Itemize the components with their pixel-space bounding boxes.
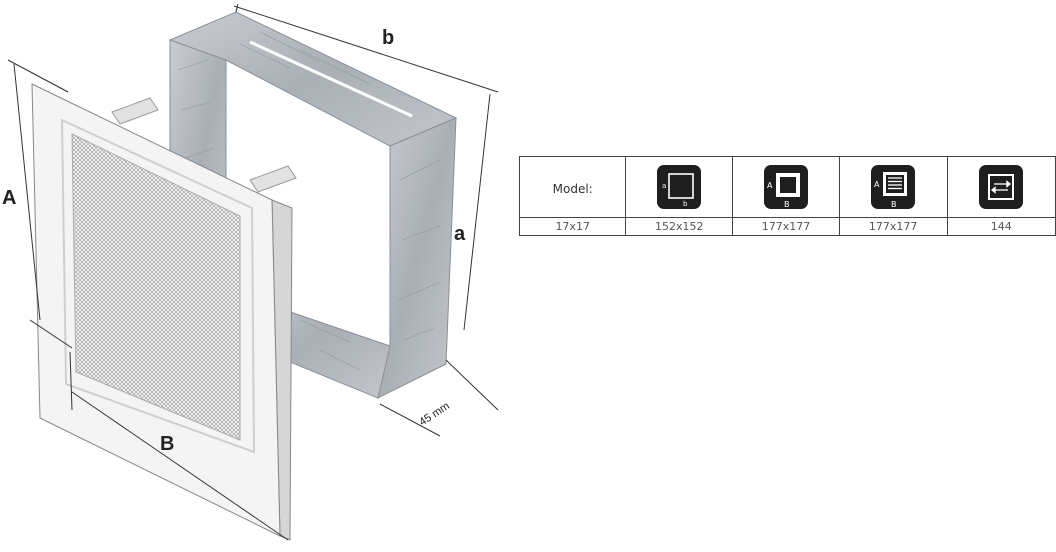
icon-cell: a b	[625, 156, 734, 218]
grille-dimension-icon: A B	[871, 165, 916, 209]
value-cell: 144	[946, 217, 1056, 236]
front-frame	[31, 83, 297, 541]
dimension-lines	[7, 3, 499, 541]
icon-letter-a: a	[662, 182, 666, 190]
value-cell: 152x152	[625, 217, 734, 236]
grille-diagram: A B b a 45 mm	[2, 3, 499, 541]
label-A: A	[2, 187, 16, 209]
outer-dimension-icon: A B	[763, 165, 808, 209]
icon-letter-b: b	[683, 200, 688, 208]
label-B: B	[160, 433, 174, 455]
airflow-icon	[979, 165, 1024, 209]
inner-dimension-icon: a b	[657, 165, 702, 209]
icon-letter-B: B	[891, 200, 897, 209]
table-row: 17x17 152x152 177x177 177x177 144	[518, 217, 1056, 236]
icon-letter-A: A	[874, 180, 880, 189]
label-depth: 45 mm	[417, 400, 452, 428]
model-label-cell: Model:	[518, 156, 627, 218]
spec-table: Model: a b A B	[518, 156, 1056, 236]
model-label: Model:	[552, 181, 593, 196]
table-header-row: Model: a b A B	[518, 156, 1056, 218]
icon-cell: A B	[838, 156, 948, 218]
value-cell: 177x177	[838, 217, 948, 236]
label-b: b	[382, 27, 394, 49]
value-cell: 17x17	[518, 217, 627, 236]
icon-cell: A B	[732, 156, 840, 218]
value-cell: 177x177	[732, 217, 840, 236]
icon-letter-B: B	[784, 200, 790, 209]
label-a: a	[454, 223, 466, 245]
icon-letter-A: A	[767, 181, 773, 190]
icon-cell	[946, 156, 1056, 218]
